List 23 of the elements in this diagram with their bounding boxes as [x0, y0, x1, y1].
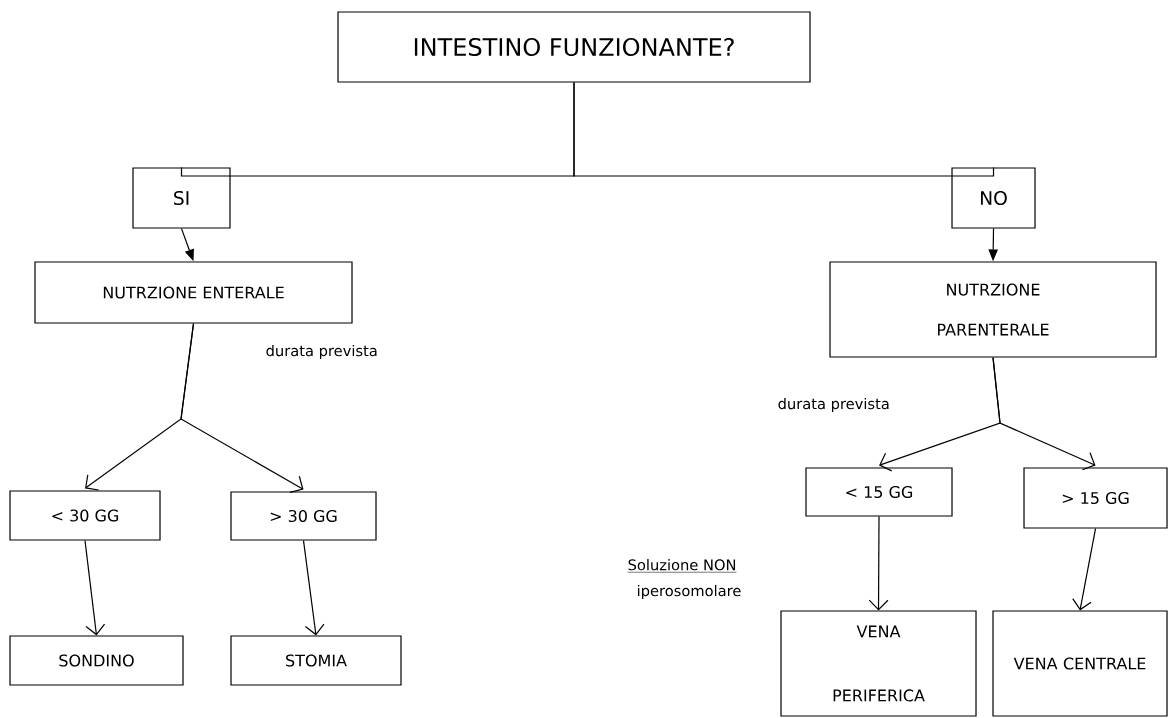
process-box: SI: [132, 167, 231, 229]
note-text: durata prevista: [778, 397, 889, 413]
process-box: > 30 GG: [230, 491, 377, 541]
process-box: INTESTINO FUNZIONANTE?: [337, 11, 811, 83]
process-box: SONDINO: [9, 635, 184, 686]
process-box: < 15 GG: [805, 467, 953, 517]
process-box: VENA CENTRALE: [992, 610, 1168, 717]
process-box: < 30 GG: [9, 490, 161, 541]
process-box: > 15 GG: [1023, 467, 1168, 529]
arrow: [302, 540, 325, 636]
arrow: [992, 357, 1096, 471]
arrow: [868, 516, 889, 611]
arrow: [180, 323, 304, 494]
process-box: VENA PERIFERICA: [780, 610, 977, 717]
note-text: Soluzione NON: [627, 559, 737, 573]
process-box: NUTRZIONE PARENTERALE: [829, 261, 1157, 358]
process-box: NO: [951, 167, 1036, 229]
process-box: STOMIA: [230, 635, 402, 686]
arrow: [84, 540, 106, 636]
note-text: durata prevista: [266, 344, 377, 360]
note-text: iperosomolare: [638, 584, 741, 600]
process-box: NUTRZIONE ENTERALE: [34, 261, 353, 324]
arrow: [1072, 528, 1097, 611]
